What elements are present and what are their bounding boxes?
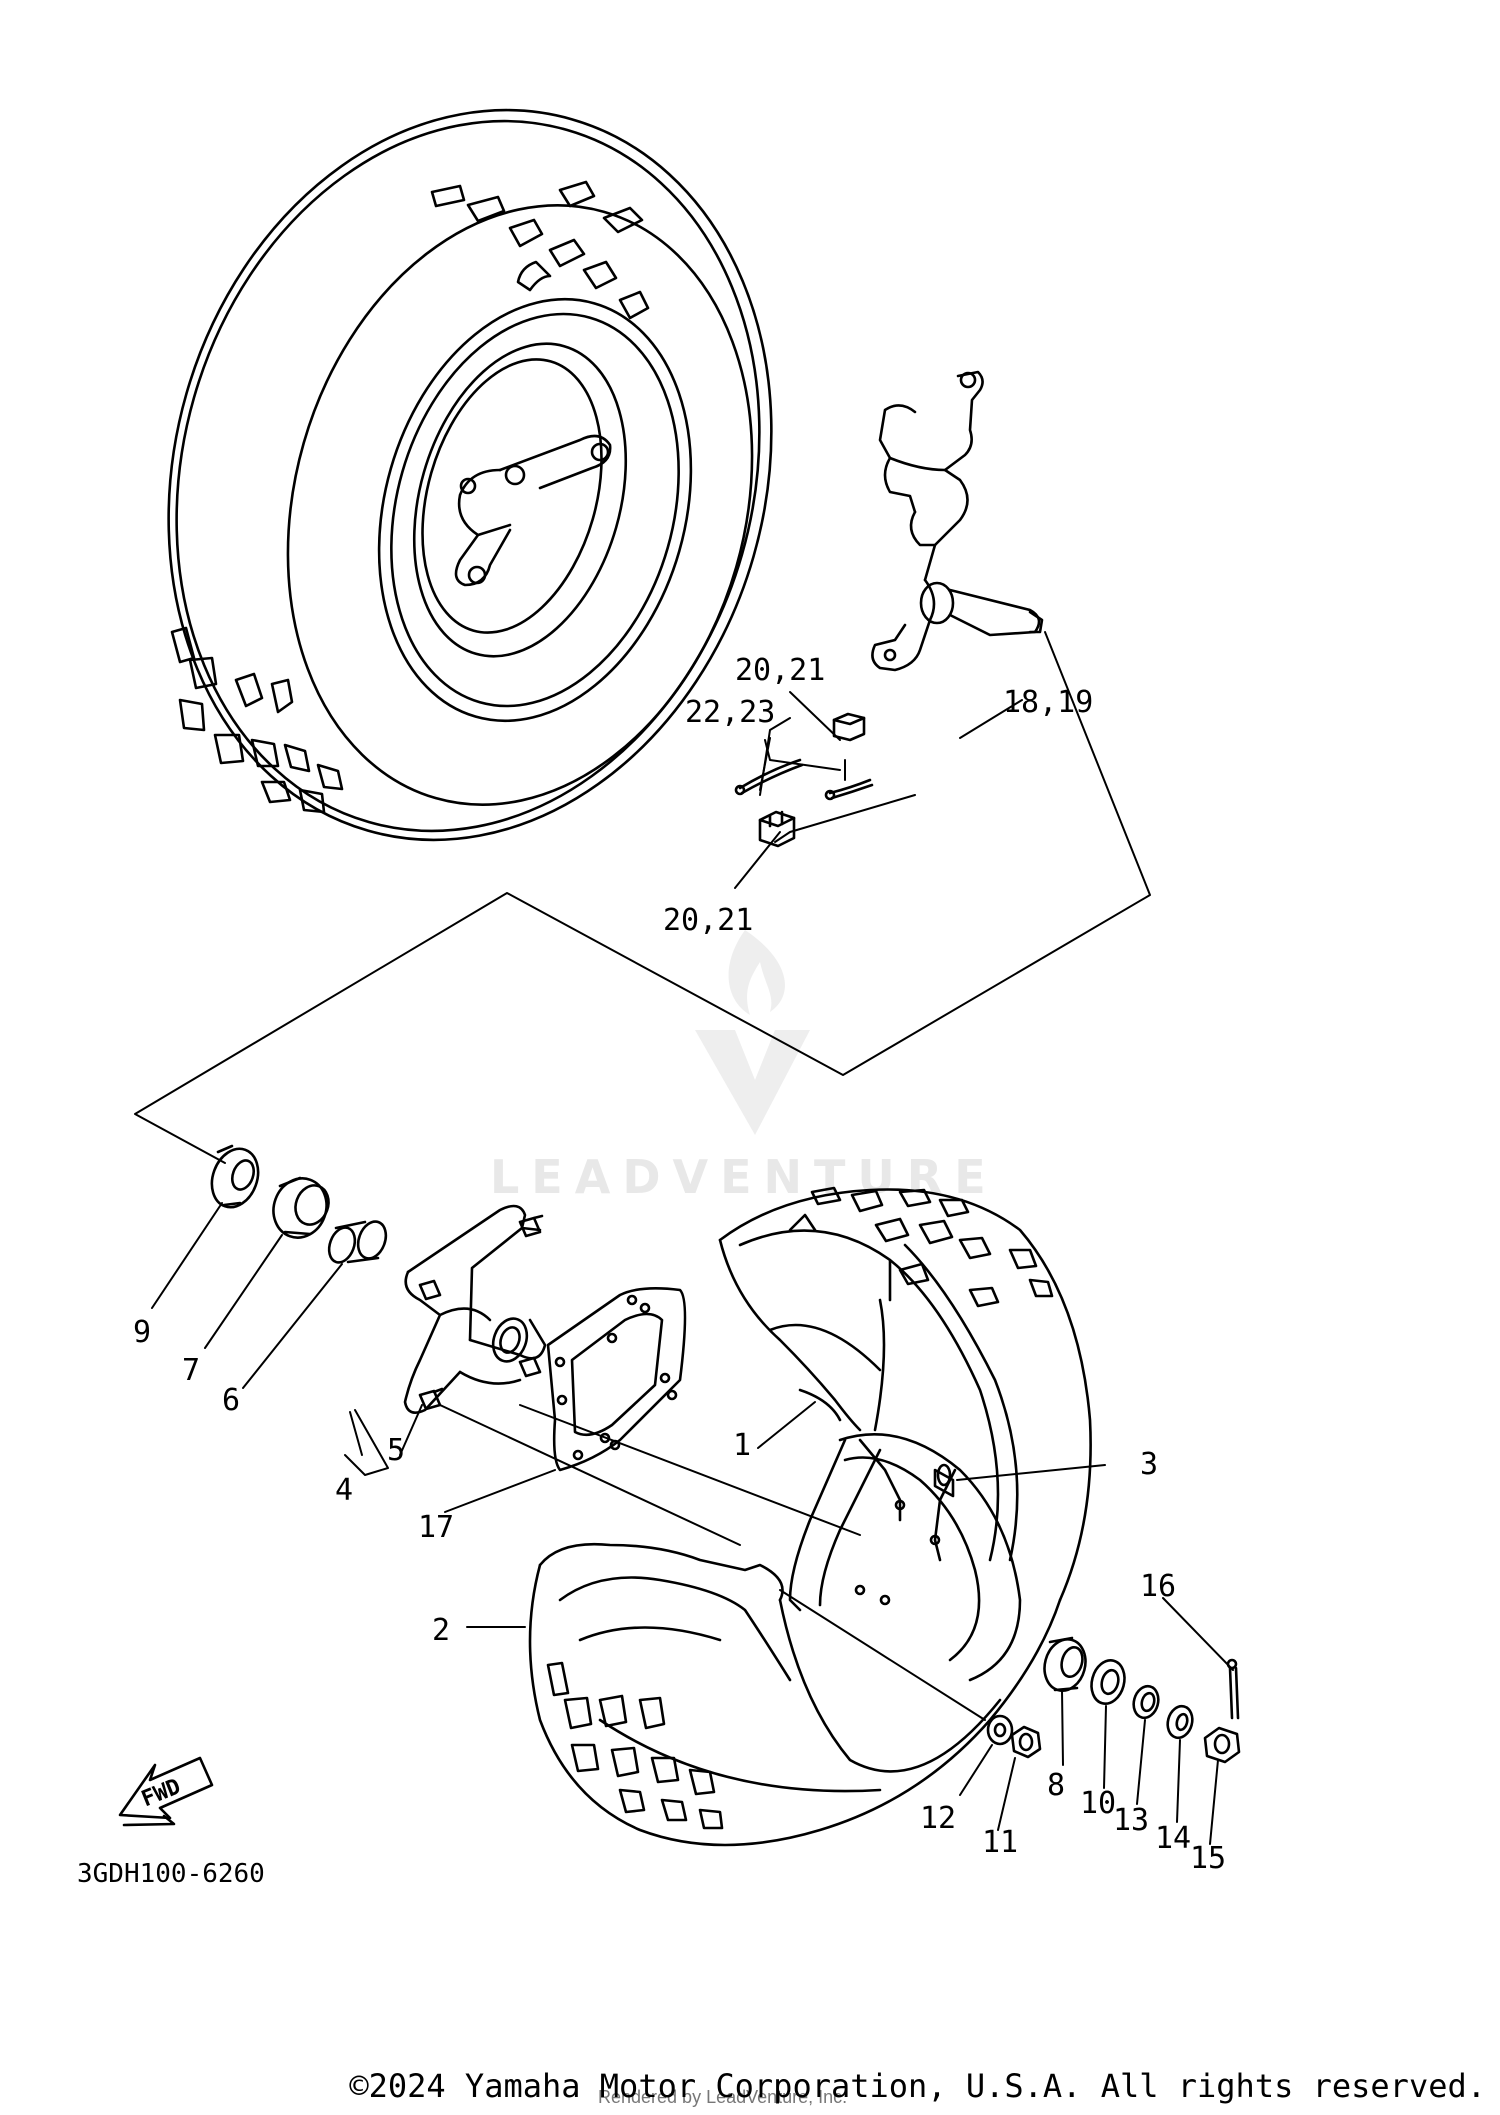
castle-nut-upper bbox=[832, 712, 866, 742]
front-hub bbox=[403, 1204, 547, 1414]
tire-lower-half bbox=[528, 1542, 1062, 1847]
callout-labels: 9 7 6 5 4 17 1 3 2 16 12 11 8 10 13 14 1… bbox=[133, 653, 1226, 1876]
steering-knuckle bbox=[871, 370, 1044, 672]
oil-seal bbox=[210, 1144, 260, 1209]
fwd-arrow bbox=[118, 1756, 214, 1827]
copyright-notice: ©2024 Yamaha Motor Corporation, U.S.A. A… bbox=[349, 2067, 1486, 2105]
callout-4: 4 bbox=[335, 1473, 353, 1508]
exploded-view-lines bbox=[134, 631, 1151, 1721]
rendered-by-text: Rendered by LeadVenture, Inc. bbox=[598, 2087, 848, 2107]
cotter-pin-b bbox=[824, 778, 874, 801]
callout-11: 11 bbox=[982, 1825, 1018, 1860]
wheel-washer bbox=[986, 1714, 1014, 1746]
valve-stem bbox=[933, 1463, 955, 1498]
callout-16: 16 bbox=[1140, 1569, 1176, 1604]
part-code-label: 3GDH100-6260 bbox=[77, 1859, 265, 1889]
callout-5: 5 bbox=[387, 1433, 405, 1468]
spacer bbox=[327, 1220, 388, 1264]
bearing-left bbox=[272, 1176, 330, 1239]
castle-nut-lower bbox=[758, 810, 796, 848]
callout-22-23: 22,23 bbox=[685, 695, 775, 730]
leadventure-watermark: LEADVENTURE bbox=[490, 930, 998, 1204]
brake-disc-plate bbox=[546, 1287, 687, 1472]
callout-20-21-lower: 20,21 bbox=[663, 903, 753, 938]
callout-1: 1 bbox=[733, 1428, 751, 1463]
wheel-nut bbox=[1010, 1725, 1042, 1759]
rim bbox=[788, 1433, 1022, 1682]
callout-7: 7 bbox=[182, 1353, 200, 1388]
callout-9: 9 bbox=[133, 1315, 151, 1350]
callout-8: 8 bbox=[1047, 1768, 1065, 1803]
collar bbox=[1132, 1684, 1160, 1720]
oil-seal-right bbox=[1090, 1659, 1126, 1705]
callout-3: 3 bbox=[1140, 1447, 1158, 1482]
callout-18-19: 18,19 bbox=[1003, 685, 1093, 720]
axle-nut bbox=[1203, 1726, 1241, 1764]
callout-10: 10 bbox=[1080, 1786, 1116, 1821]
callout-13: 13 bbox=[1113, 1803, 1149, 1838]
tire-upper-half bbox=[718, 1186, 1092, 1602]
cotter-pin-a bbox=[734, 758, 804, 796]
hub-studs bbox=[418, 1214, 544, 1411]
bearing-right bbox=[1043, 1636, 1087, 1692]
callout-20-21-upper: 20,21 bbox=[735, 653, 825, 688]
upper-wheel-assembly bbox=[167, 108, 773, 842]
watermark-text: LEADVENTURE bbox=[490, 1150, 998, 1204]
callout-17: 17 bbox=[418, 1510, 454, 1545]
leader-lines bbox=[151, 691, 1234, 1845]
callout-14: 14 bbox=[1155, 1821, 1191, 1856]
washer-right bbox=[1166, 1704, 1194, 1740]
callout-12: 12 bbox=[920, 1801, 956, 1836]
callout-2: 2 bbox=[432, 1613, 450, 1648]
callout-15: 15 bbox=[1190, 1841, 1226, 1876]
callout-6: 6 bbox=[222, 1383, 240, 1418]
